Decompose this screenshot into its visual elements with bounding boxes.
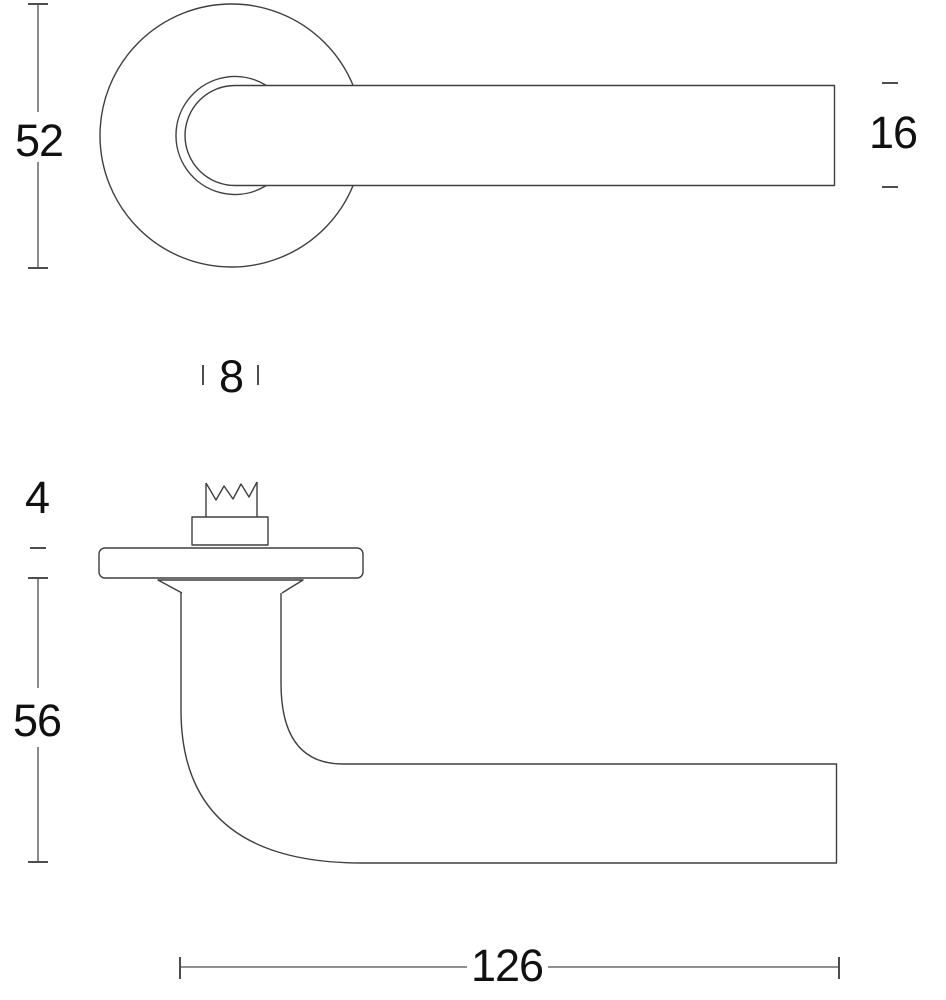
lever-neck-collar-arc bbox=[175, 75, 267, 196]
front-view bbox=[99, 3, 836, 268]
lever-grip-front bbox=[184, 84, 836, 187]
dimension-ticks bbox=[28, 3, 48, 269]
dimension-ticks bbox=[882, 82, 898, 188]
spindle-bush bbox=[191, 516, 269, 546]
rose-plate-side bbox=[98, 547, 364, 579]
dimension-spindle-width: 8 bbox=[202, 351, 259, 402]
dimension-label: 52 bbox=[15, 115, 63, 166]
dimension-handle-length: 126 bbox=[179, 940, 840, 991]
dimension-ticks bbox=[179, 957, 840, 979]
dimension-rose-diameter: 52 bbox=[15, 3, 64, 269]
dimension-label: 126 bbox=[471, 940, 543, 991]
dimension-label: 56 bbox=[13, 695, 61, 746]
spindle-break-zigzag bbox=[205, 481, 258, 501]
dimension-lever-thickness: 16 bbox=[869, 82, 918, 188]
spindle-shaft-lines bbox=[205, 482, 258, 517]
dimension-projection: 56 bbox=[13, 577, 62, 863]
dimension-label: 4 bbox=[25, 472, 49, 523]
neck-flange bbox=[157, 579, 304, 594]
dimension-ticks bbox=[202, 365, 259, 385]
handle-profile bbox=[180, 593, 838, 864]
dimension-label: 8 bbox=[219, 351, 243, 402]
dimension-label: 16 bbox=[869, 107, 917, 158]
dimension-ticks bbox=[28, 577, 48, 863]
side-view bbox=[98, 481, 838, 864]
